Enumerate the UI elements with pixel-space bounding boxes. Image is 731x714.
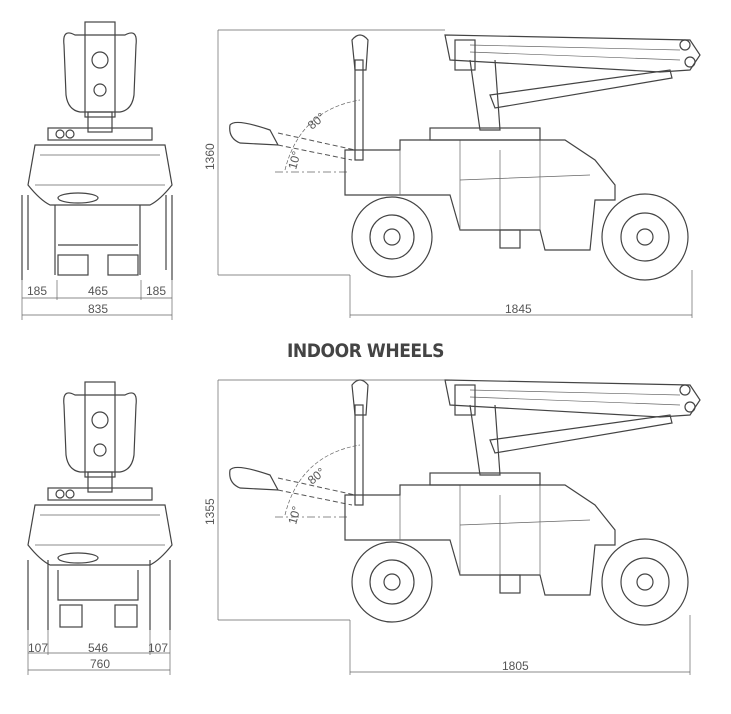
dim-bottom-length: 1805 bbox=[502, 659, 529, 673]
angle-bottom-down: 10° bbox=[285, 504, 303, 525]
dim-bottom-center: 546 bbox=[88, 641, 108, 655]
angle-bottom-up: 80° bbox=[305, 465, 328, 488]
dim-top-height: 1360 bbox=[203, 143, 217, 170]
dim-top-right-track: 185 bbox=[146, 284, 166, 298]
angle-top-down: 10° bbox=[285, 149, 303, 170]
bottom-front-view bbox=[27, 381, 173, 675]
dim-bottom-total-width: 760 bbox=[90, 657, 110, 671]
dim-top-left-track: 185 bbox=[27, 284, 47, 298]
top-side-view bbox=[217, 29, 701, 318]
dim-bottom-height: 1355 bbox=[203, 498, 217, 525]
dim-top-length: 1845 bbox=[505, 302, 532, 316]
section-title: INDOOR WHEELS bbox=[287, 340, 444, 362]
dim-bottom-right-track: 107 bbox=[148, 641, 168, 655]
dim-top-total-width: 835 bbox=[88, 302, 108, 316]
top-front-view bbox=[21, 21, 173, 320]
bottom-side-view bbox=[217, 379, 701, 675]
dim-top-center: 465 bbox=[88, 284, 108, 298]
angle-top-up: 80° bbox=[305, 110, 328, 133]
dim-bottom-left-track: 107 bbox=[28, 641, 48, 655]
